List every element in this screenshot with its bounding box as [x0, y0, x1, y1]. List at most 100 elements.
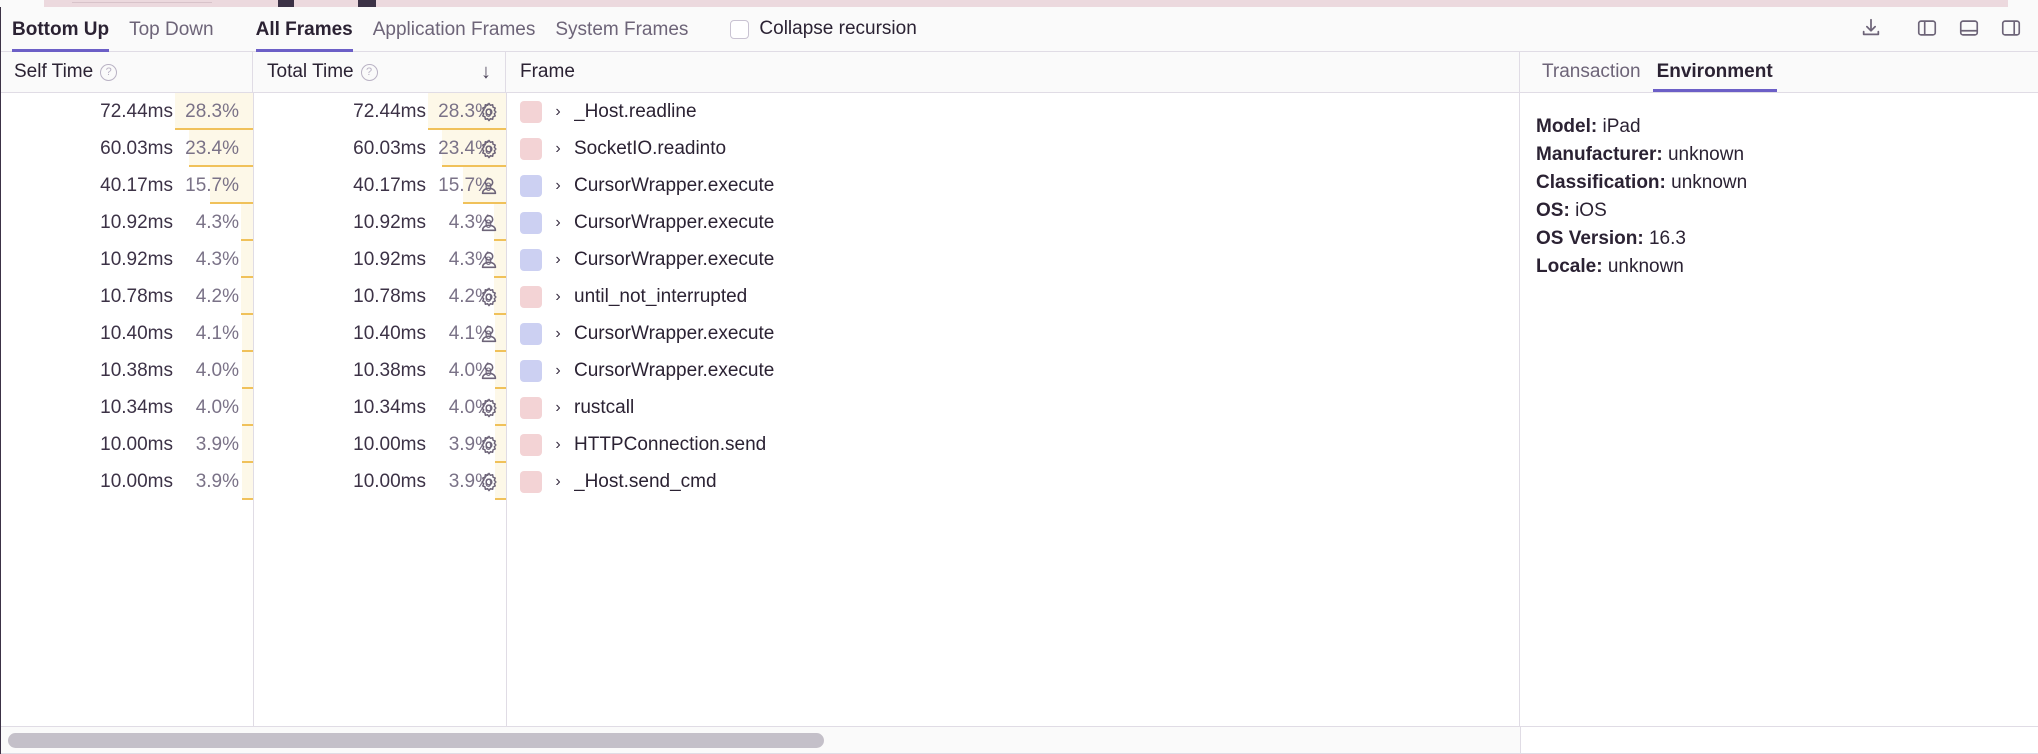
self-time-percent-bar	[175, 93, 253, 130]
column-header-self-time-label: Self Time	[14, 61, 94, 82]
chevron-right-icon[interactable]: ›	[555, 398, 561, 416]
self-time-percent-bar	[241, 389, 253, 426]
total-time-percent-bar	[494, 352, 506, 389]
tab-bottom-up[interactable]: Bottom Up	[12, 7, 119, 52]
gear-icon	[478, 138, 500, 160]
chevron-right-icon[interactable]: ›	[555, 324, 561, 342]
total-time-percent-value: 23.4%	[438, 137, 492, 159]
environment-value: unknown	[1667, 144, 1745, 165]
collapse-recursion-checkbox[interactable]: Collapse recursion	[730, 18, 917, 40]
self-time-percent-bar	[188, 130, 253, 167]
total-time-value: 10.00ms	[353, 433, 426, 455]
help-icon[interactable]: ?	[360, 63, 378, 81]
frame-color-swatch	[520, 359, 542, 382]
frame-color-swatch	[520, 285, 542, 308]
person-icon	[478, 212, 500, 234]
chevron-right-icon[interactable]: ›	[555, 139, 561, 157]
frame-name-label: _Host.readline	[574, 100, 697, 122]
scrollbar-right-filler	[1520, 727, 2038, 754]
frame-color-swatch	[520, 211, 542, 234]
tab-environment[interactable]: Environment	[1649, 52, 1781, 92]
environment-key: Manufacturer:	[1536, 144, 1663, 165]
self-time-value: 10.92ms	[100, 248, 173, 270]
total-time-percent-value: 15.7%	[438, 174, 492, 196]
tab-all-frames[interactable]: All Frames	[246, 7, 363, 52]
gear-icon	[478, 397, 500, 419]
layout-right-panel-button[interactable]	[1994, 12, 2028, 46]
sort-descending-icon[interactable]: ↓	[481, 61, 491, 83]
self-time-percent-cell: 4.1%	[175, 315, 253, 352]
column-header-total-time[interactable]: Total Time ? ↓	[253, 52, 506, 92]
column-header-frame[interactable]: Frame	[506, 52, 1520, 92]
chevron-right-icon[interactable]: ›	[555, 250, 561, 268]
checkbox-box-icon[interactable]	[730, 19, 750, 39]
environment-key: OS Version:	[1536, 228, 1644, 249]
panel-right-icon	[2000, 17, 2022, 42]
flamegraph-minimap-strip[interactable]	[0, 0, 2038, 7]
self-time-percent-bar	[241, 241, 253, 278]
scrollbar-thumb[interactable]	[8, 733, 824, 748]
total-time-percent-cell: 15.7%	[428, 167, 506, 204]
frame-cell: ›SocketIO.readinto	[506, 130, 1519, 167]
chevron-right-icon[interactable]: ›	[555, 287, 561, 305]
frame-name-label: _Host.send_cmd	[574, 470, 717, 492]
tab-application-frames[interactable]: Application Frames	[363, 7, 546, 52]
total-time-cell: 60.03ms 23.4%	[253, 130, 506, 167]
total-time-percent-bar	[462, 167, 506, 204]
self-time-percent-cell: 4.0%	[175, 389, 253, 426]
self-time-percent-cell: 4.2%	[175, 278, 253, 315]
export-button[interactable]	[1854, 12, 1888, 46]
chevron-right-icon[interactable]: ›	[555, 435, 561, 453]
chevron-right-icon[interactable]: ›	[555, 361, 561, 379]
layout-bottom-panel-button[interactable]	[1952, 12, 1986, 46]
self-time-value: 10.38ms	[100, 359, 173, 381]
column-header-self-time[interactable]: Self Time ?	[0, 52, 253, 92]
self-time-percent-value: 4.3%	[195, 211, 239, 233]
tab-system-frames[interactable]: System Frames	[545, 7, 698, 52]
total-time-percent-cell: 4.2%	[428, 278, 506, 315]
frame-color-swatch	[520, 137, 542, 160]
help-icon[interactable]: ?	[100, 63, 118, 81]
frame-color-swatch	[520, 174, 542, 197]
environment-value: unknown	[1671, 172, 1748, 193]
scrollbar-track[interactable]	[8, 727, 1520, 754]
tab-transaction[interactable]: Transaction	[1542, 61, 1641, 82]
total-time-value: 60.03ms	[353, 137, 426, 159]
layout-left-panel-button[interactable]	[1910, 12, 1944, 46]
tab-top-down[interactable]: Top Down	[119, 7, 224, 52]
self-time-percent-bar	[242, 463, 253, 500]
self-time-percent-cell: 23.4%	[175, 130, 253, 167]
chevron-right-icon[interactable]: ›	[555, 102, 561, 120]
self-time-percent-cell: 4.0%	[175, 352, 253, 389]
toolbar-actions	[1854, 12, 2028, 46]
horizontal-scrollbar[interactable]	[0, 726, 2038, 754]
chevron-right-icon[interactable]: ›	[555, 472, 561, 490]
self-time-percent-value: 3.9%	[195, 470, 239, 492]
total-time-percent-value: 3.9%	[448, 470, 492, 492]
environment-row: OS: iOS	[1536, 197, 2038, 225]
chevron-right-icon[interactable]: ›	[555, 213, 561, 231]
chevron-right-icon[interactable]: ›	[555, 176, 561, 194]
frame-color-swatch	[520, 322, 542, 345]
self-time-percent-value: 4.0%	[195, 396, 239, 418]
